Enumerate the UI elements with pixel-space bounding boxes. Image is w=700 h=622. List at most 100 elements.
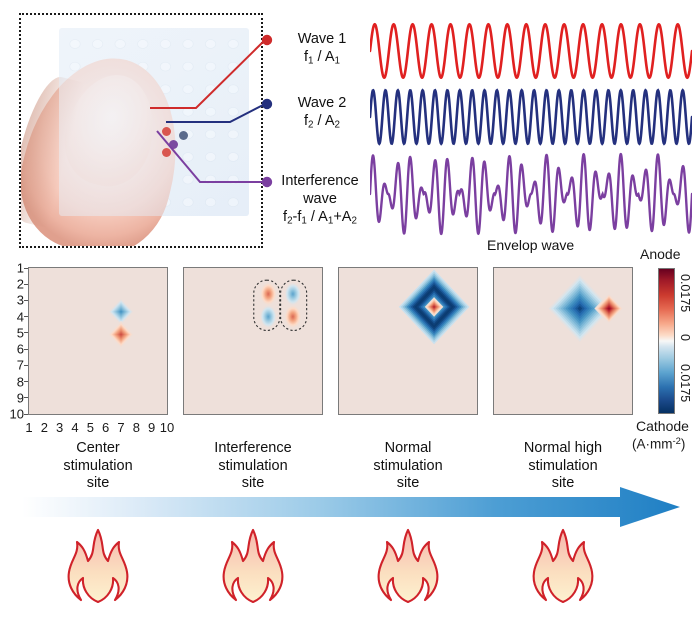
- caption-line-3: site: [551, 475, 575, 492]
- legend-wave2: Wave 2 f2 / A2: [277, 94, 367, 132]
- flame-shape: [222, 528, 284, 604]
- x-tick-label: 4: [71, 420, 79, 435]
- x-tick-label: 3: [56, 420, 64, 435]
- interference-wave-trace: [370, 152, 692, 236]
- y-tick: [24, 348, 28, 350]
- wave1-plot: [370, 22, 692, 80]
- caption-line-1: Interference: [214, 440, 292, 456]
- caption-line-2: stimulation: [528, 457, 598, 474]
- caption-line-2: stimulation: [63, 457, 133, 474]
- y-tick: [24, 397, 28, 399]
- bullet-wave1: [261, 34, 273, 46]
- x-tick-label: 1: [25, 420, 33, 435]
- flame-icon-1: [55, 528, 141, 612]
- heatmap-center-stimulation-site: [28, 267, 168, 415]
- caption-center-stimulation-site: Center stimulation site: [18, 440, 178, 493]
- colorbar-tick-zero: 0: [678, 334, 692, 341]
- colorbar-cathode-label: Cathode: [636, 418, 689, 434]
- legend-wave2-title: Wave 2: [297, 95, 347, 111]
- x-tick-label: 5: [86, 420, 94, 435]
- flame-icon-3: [365, 528, 451, 612]
- caption-line-1: Normal: [384, 440, 432, 456]
- caption-line-1: Normal high: [523, 440, 603, 456]
- caption-line-2: stimulation: [373, 457, 443, 474]
- flame-glyph: [222, 528, 284, 604]
- x-tick-label: 6: [102, 420, 110, 435]
- y-tick: [24, 316, 28, 318]
- heatmap-normal-high-stimulation-site: [493, 267, 633, 415]
- y-tick-label: 6: [16, 341, 24, 357]
- envelope-wave-label: Envelop wave: [487, 237, 575, 253]
- legend-wave2-formula: f2 / A2: [304, 113, 340, 131]
- flame-glyph: [532, 528, 594, 604]
- flame-glyph: [67, 528, 129, 604]
- heatmap-field: [546, 272, 624, 345]
- heatmap-field: [398, 269, 470, 345]
- caption-line-3: site: [241, 475, 265, 492]
- caption-normal-high-stimulation-site: Normal high stimulation site: [483, 440, 643, 493]
- legend-wave1-formula: f1 / A1: [304, 49, 340, 67]
- y-tick-label: 9: [16, 390, 24, 406]
- y-tick: [24, 332, 28, 334]
- legend-interference: Interference wave f2-f1 / A1+A2: [268, 172, 372, 228]
- site-dot-wave2: [179, 131, 188, 140]
- colorbar-tick-min: 0.0175: [678, 364, 692, 403]
- legend-wave1: Wave 1 f1 / A1: [277, 30, 367, 68]
- flame-icon-4: [520, 528, 606, 612]
- heatmap-normal-stimulation-site: [338, 267, 478, 415]
- heatmap-field: [107, 298, 135, 349]
- y-tick-label: 8: [16, 374, 24, 390]
- y-tick-label: 7: [16, 357, 24, 373]
- heatmap-interference-stimulation-site: [183, 267, 323, 415]
- x-tick-label: 10: [159, 420, 175, 435]
- wave1-trace: [370, 22, 692, 80]
- y-tick: [24, 267, 28, 269]
- heatmap-field: [253, 279, 308, 332]
- caption-interference-stimulation-site: Interference stimulation site: [173, 440, 333, 493]
- y-tick-label: 10: [9, 406, 24, 422]
- bullet-interference: [261, 176, 273, 188]
- colorbar-tick-max: 0.0175: [678, 274, 692, 313]
- y-tick-label: 1: [16, 260, 24, 276]
- y-tick: [24, 381, 28, 383]
- legend-interference-formula: f2-f1 / A1+A2: [283, 209, 357, 227]
- x-tick-label: 8: [132, 420, 140, 435]
- caption-normal-stimulation-site: Normal stimulation site: [328, 440, 488, 493]
- x-tick-label: 9: [148, 420, 156, 435]
- leader-line-wave2: [166, 103, 266, 123]
- flame-shape: [532, 528, 594, 604]
- leader-line-interference: [156, 130, 265, 183]
- y-tick-label: 4: [16, 309, 24, 325]
- caption-line-1: Center: [76, 440, 120, 456]
- caption-line-3: site: [396, 475, 420, 492]
- bullet-wave2: [261, 98, 273, 110]
- colorbar-unit-label: (A·mm-2): [632, 436, 686, 452]
- leader-line-wave1: [150, 39, 266, 109]
- y-tick: [24, 364, 28, 366]
- y-tick-label: 3: [16, 292, 24, 308]
- intensity-gradient-arrow: [22, 487, 680, 527]
- flame-icon-2: [210, 528, 296, 612]
- flame-glyph: [377, 528, 439, 604]
- y-tick: [24, 413, 28, 415]
- caption-line-2: stimulation: [218, 457, 288, 474]
- colorbar-gradient: [658, 268, 675, 414]
- y-tick: [24, 299, 28, 301]
- legend-interference-title-l1: Interference: [281, 173, 359, 189]
- y-tick-label: 5: [16, 325, 24, 341]
- flame-shape: [67, 528, 129, 604]
- colorbar-anode-label: Anode: [640, 246, 681, 262]
- y-tick-label: 2: [16, 276, 24, 292]
- wave2-plot: [370, 88, 692, 146]
- site-dot-interference: [169, 140, 178, 149]
- x-tick-label: 2: [40, 420, 48, 435]
- legend-wave1-title: Wave 1: [297, 31, 347, 47]
- arrow-body: [22, 487, 680, 527]
- site-dot-wave1: [162, 127, 171, 136]
- flame-shape: [377, 528, 439, 604]
- site-dot-wave1b: [162, 148, 171, 157]
- interference-wave-plot: [370, 152, 692, 236]
